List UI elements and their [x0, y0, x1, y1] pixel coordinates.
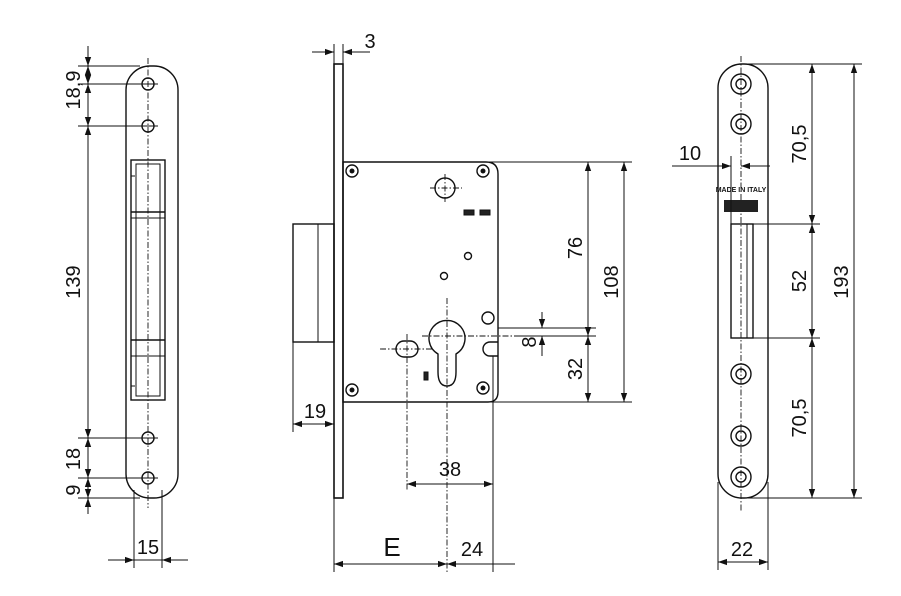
case-screw-tr — [476, 164, 490, 178]
dim-case-height: 108 — [601, 265, 623, 298]
dim-cylinder-to-bottom: 32 — [565, 358, 587, 380]
dim-hole-spacing: 38 — [439, 459, 461, 481]
dim-spindle-to-cylinder: 76 — [565, 237, 587, 259]
dim-left-top-offset: 18,9 — [63, 71, 85, 110]
strike-screw-hole-1 — [730, 73, 752, 95]
case-screw-tl — [345, 164, 359, 178]
dim-left-bottom-b: 9 — [63, 484, 85, 495]
strike-screw-hole-4 — [730, 425, 752, 447]
latch-bolt — [292, 223, 335, 343]
dim-strike-top: 70,5 — [789, 125, 811, 164]
latch-window — [130, 159, 166, 401]
logo-text: MADE IN ITALY — [716, 187, 767, 194]
cylinder-profile — [428, 319, 466, 387]
strike-plate-view: MADE IN ITALY 10 70,5 52 70,5 193 22 — [672, 56, 862, 570]
lock-body-view: 3 19 38 E 24 108 76 32 8 — [292, 31, 632, 572]
left-faceplate-outline — [125, 65, 179, 499]
lock-case — [342, 161, 499, 403]
dim-strike-width: 22 — [731, 539, 753, 561]
strike-opening — [730, 223, 754, 339]
strike-screw-hole-2 — [730, 113, 752, 135]
dim-strike-offset: 10 — [679, 143, 701, 165]
dim-strike-total: 193 — [831, 265, 853, 298]
case-screw-bl — [345, 383, 359, 397]
dim-strike-bottom: 70,5 — [789, 399, 811, 438]
left-faceplate-view: 18,9 139 18 9 15 — [63, 46, 188, 568]
dim-latch-projection: 19 — [304, 401, 326, 423]
body-faceplate — [333, 63, 344, 499]
dim-strike-middle: 52 — [789, 270, 811, 292]
dim-backset: E — [383, 532, 400, 562]
dim-to-edge: 24 — [461, 539, 483, 561]
strike-screw-hole-5 — [730, 466, 752, 488]
strike-plate-outline — [717, 63, 769, 499]
case-screw-br — [476, 381, 490, 395]
dim-left-span: 139 — [63, 265, 85, 298]
dim-faceplate-thickness: 3 — [364, 31, 375, 53]
strike-screw-hole-3 — [730, 363, 752, 385]
dim-left-bottom-a: 18 — [63, 448, 85, 470]
manufacturer-logo: MADE IN ITALY — [716, 187, 767, 212]
dim-left-width: 15 — [137, 537, 159, 559]
dim-slot: 8 — [519, 336, 541, 347]
